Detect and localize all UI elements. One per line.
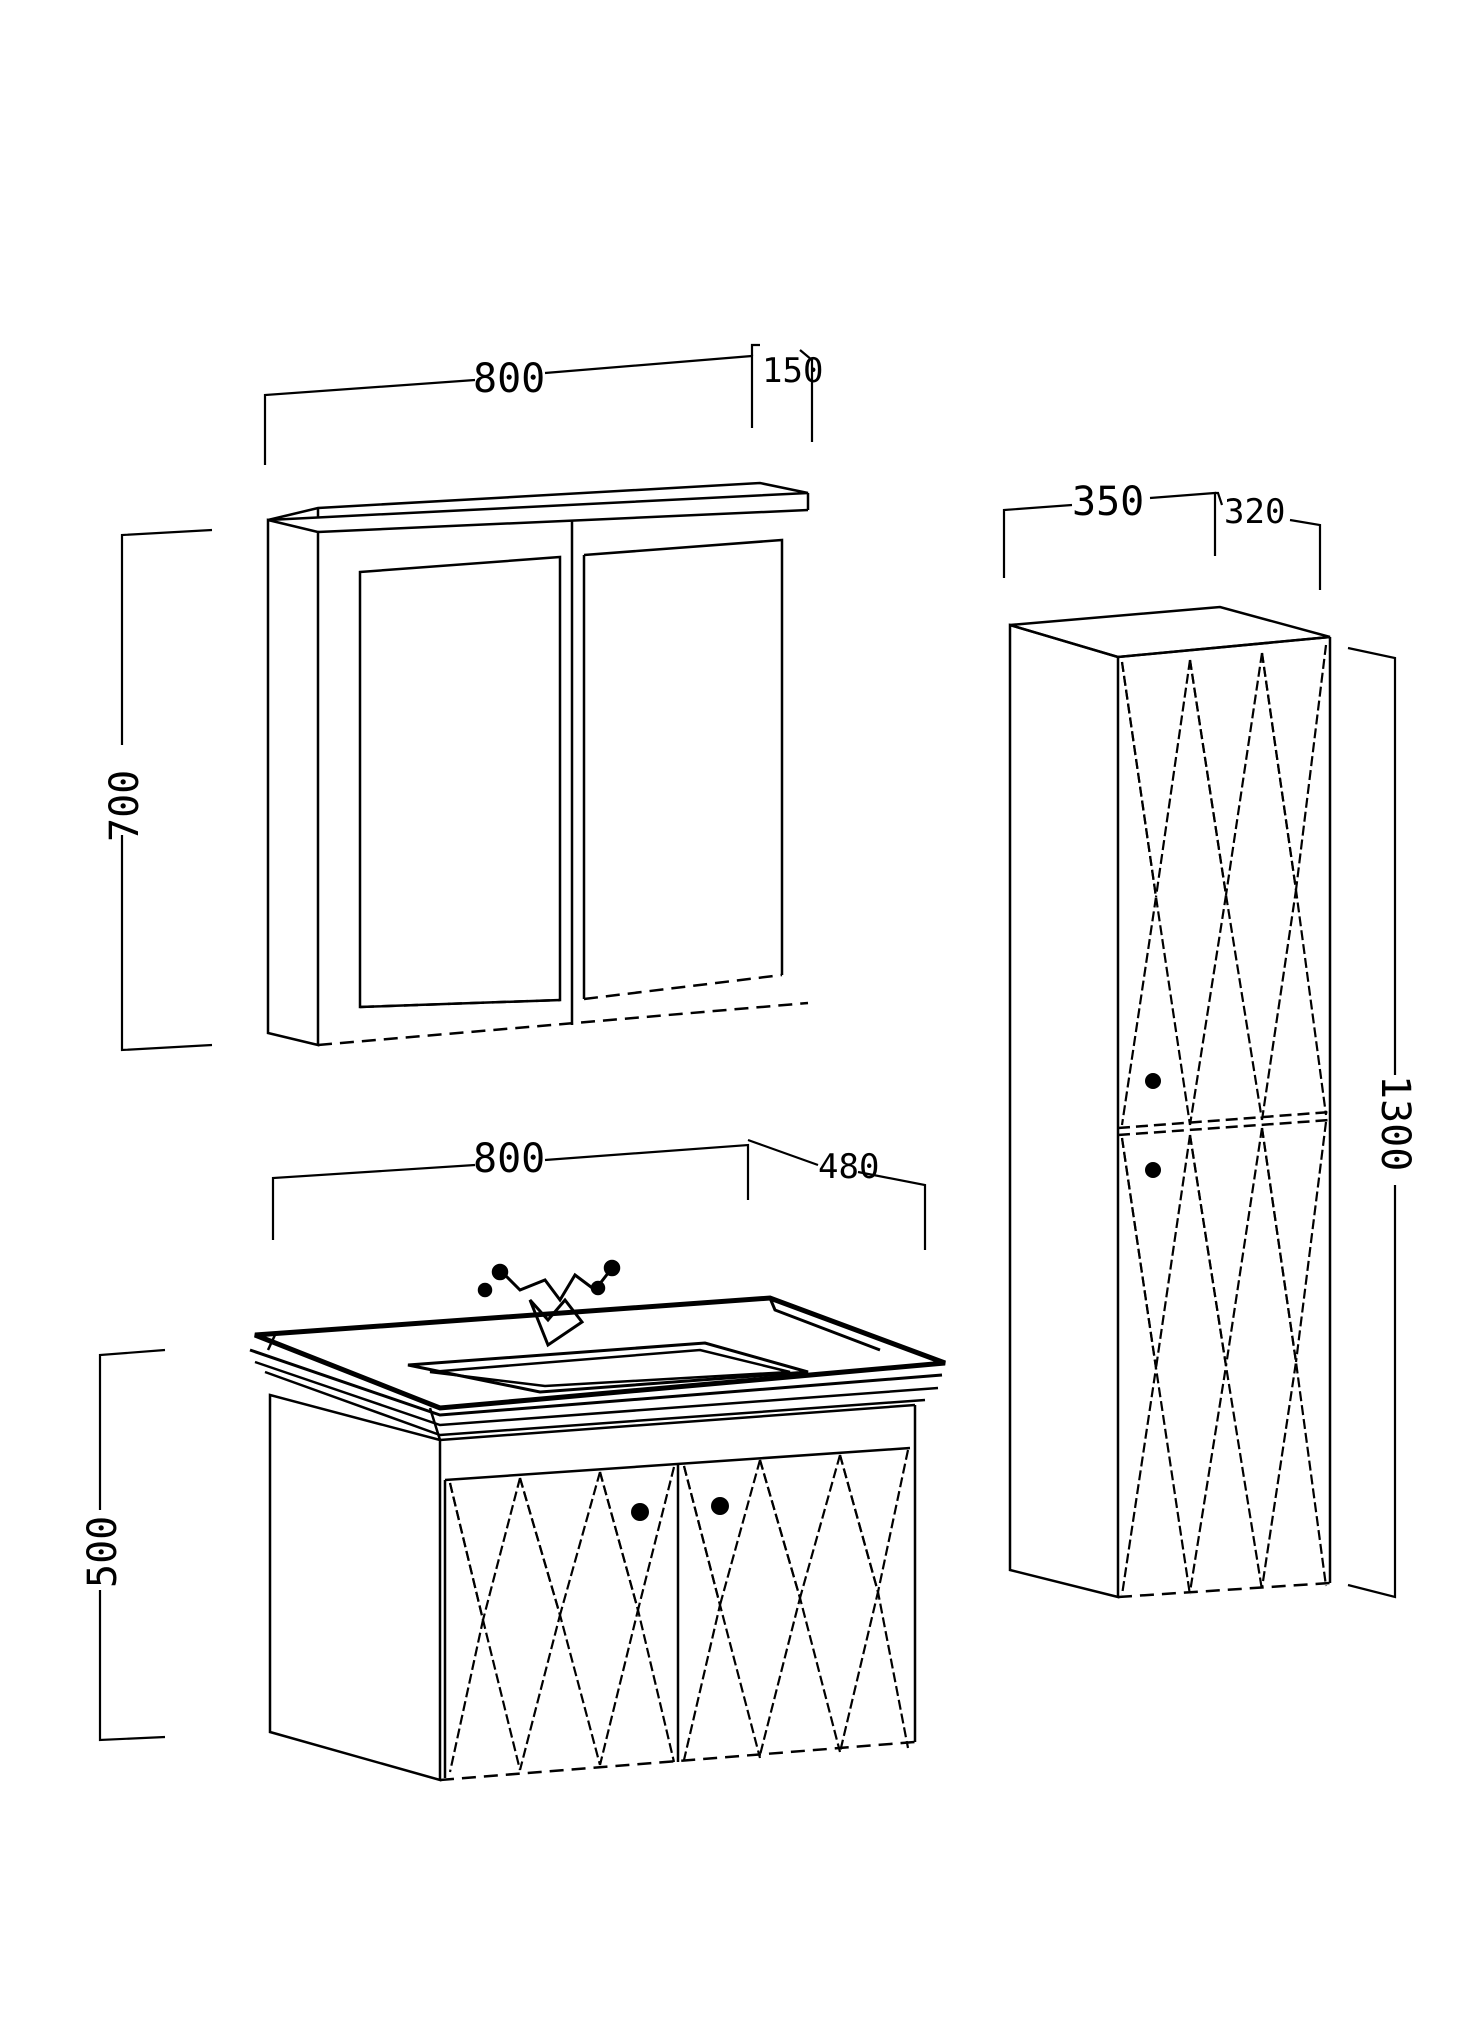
vanity-height-label: 500 bbox=[80, 1516, 126, 1588]
vanity-dimensions bbox=[98, 1138, 927, 1742]
mirror-cabinet-dimensions bbox=[120, 343, 814, 1052]
mirror-height-label: 700 bbox=[102, 770, 148, 842]
tall-cabinet bbox=[1008, 605, 1332, 1599]
mirror-cabinet bbox=[266, 481, 810, 1047]
knob-upper bbox=[1145, 1073, 1161, 1089]
tall-cabinet-diamond-pattern bbox=[1120, 644, 1328, 1596]
knob-right bbox=[711, 1497, 729, 1515]
mirror-width-label: 800 bbox=[473, 356, 545, 402]
vanity-width-label: 800 bbox=[473, 1136, 545, 1182]
vanity-knobs bbox=[631, 1497, 729, 1521]
tall-cabinet-dimensions bbox=[1002, 491, 1397, 1599]
vanity-diamond-pattern bbox=[448, 1449, 910, 1773]
tall-height-label: 1300 bbox=[1372, 1075, 1418, 1171]
tall-cabinet-knobs bbox=[1145, 1073, 1161, 1178]
knob-left bbox=[631, 1503, 649, 1521]
vanity-unit bbox=[249, 1259, 946, 1782]
knob-lower bbox=[1145, 1162, 1161, 1178]
tall-depth-label: 320 bbox=[1224, 492, 1285, 532]
vanity-depth-label: 480 bbox=[818, 1147, 879, 1187]
tall-width-label: 350 bbox=[1072, 479, 1144, 525]
mirror-depth-label: 150 bbox=[762, 351, 823, 391]
